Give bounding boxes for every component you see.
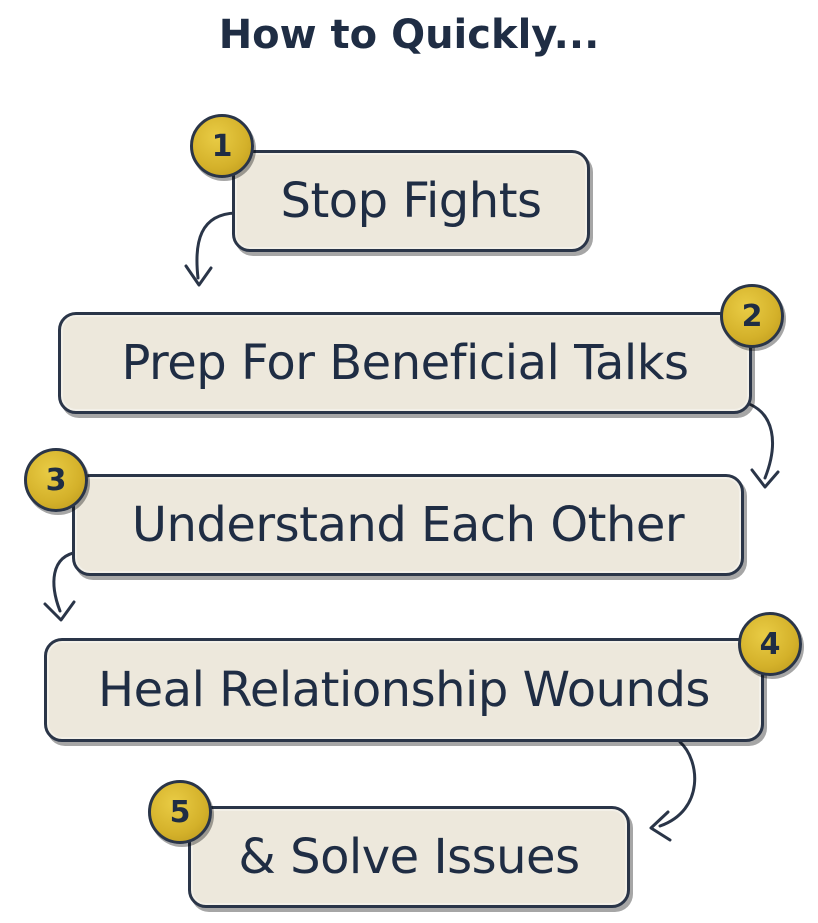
step-box-5: & Solve Issues [188, 806, 630, 908]
arrow-3-to-4 [52, 550, 80, 613]
step-box-4: Heal Relationship Wounds [44, 638, 764, 742]
step-badge-5: 5 [148, 780, 212, 844]
step-label-5: & Solve Issues [238, 829, 580, 885]
step-badge-2: 2 [720, 284, 784, 348]
diagram-title: How to Quickly... [218, 12, 600, 58]
arrow-3-to-4-head [43, 600, 76, 622]
arrow-2-to-3 [742, 400, 775, 480]
step-label-2: Prep For Beneficial Talks [121, 335, 689, 391]
arrow-2-to-3-head [750, 468, 780, 489]
arrow-4-to-5-head [649, 810, 672, 842]
step-label-3: Understand Each Other [131, 497, 685, 553]
step-box-2: Prep For Beneficial Talks [58, 312, 752, 414]
step-box-1: Stop Fights [232, 150, 590, 252]
step-badge-1: 1 [190, 114, 254, 178]
step-badge-4: 4 [738, 612, 802, 676]
arrow-1-to-2-head [184, 264, 213, 287]
step-box-3: Understand Each Other [72, 474, 744, 576]
step-badge-3: 3 [24, 448, 88, 512]
step-label-1: Stop Fights [280, 173, 542, 229]
step-label-4: Heal Relationship Wounds [98, 662, 710, 718]
arrow-1-to-2 [195, 211, 238, 280]
arrow-4-to-5 [658, 740, 697, 828]
